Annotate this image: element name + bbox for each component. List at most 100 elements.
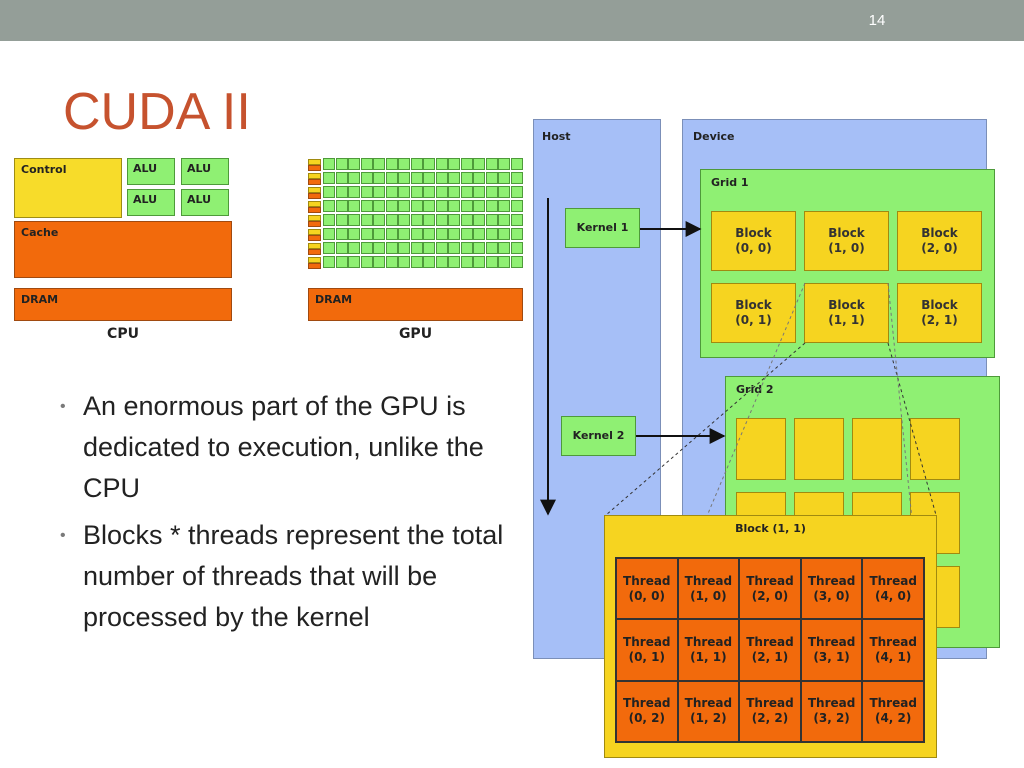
gpu-alu xyxy=(498,214,510,226)
gpu-alu xyxy=(335,256,348,268)
gpu-cache-unit xyxy=(308,221,321,227)
gpu-core-row xyxy=(308,242,523,255)
grid2-block xyxy=(736,418,786,480)
gpu-alu xyxy=(510,158,523,170)
block-zoom-title: Block (1, 1) xyxy=(735,522,806,535)
gpu-control-unit xyxy=(308,187,321,193)
bullet-item: • An enormous part of the GPU is dedicat… xyxy=(56,386,516,509)
gpu-cache-unit xyxy=(308,179,321,185)
gpu-control-unit xyxy=(308,159,321,165)
gpu-alu xyxy=(485,214,498,226)
gpu-alu xyxy=(398,228,410,240)
gpu-alu xyxy=(510,228,523,240)
gpu-alu xyxy=(448,200,460,212)
gpu-alu xyxy=(410,186,423,198)
gpu-alu xyxy=(348,200,360,212)
cpu-cache: Cache xyxy=(14,221,232,278)
gpu-alu xyxy=(448,172,460,184)
gpu-alu xyxy=(348,228,360,240)
gpu-alu xyxy=(498,256,510,268)
gpu-alu xyxy=(398,158,410,170)
gpu-alu xyxy=(360,172,373,184)
gpu-alu xyxy=(460,158,473,170)
gpu-alu xyxy=(423,228,435,240)
grid2-block xyxy=(794,418,844,480)
gpu-alu xyxy=(485,242,498,254)
gpu-alu xyxy=(485,228,498,240)
gpu-alu xyxy=(385,242,398,254)
gpu-alu xyxy=(498,200,510,212)
gpu-alu xyxy=(360,256,373,268)
thread-cell: Thread(0, 2) xyxy=(616,680,678,742)
cpu-control-unit: Control xyxy=(14,158,122,218)
gpu-core-row xyxy=(308,214,523,227)
grid1-block: Block(2, 0) xyxy=(897,211,982,271)
gpu-alu xyxy=(373,200,385,212)
gpu-alu xyxy=(360,186,373,198)
host-label: Host xyxy=(542,130,571,143)
gpu-alu xyxy=(448,228,460,240)
gpu-alu xyxy=(435,158,448,170)
thread-cell: Thread(1, 2) xyxy=(677,680,740,742)
gpu-core-row xyxy=(308,186,523,199)
gpu-alu xyxy=(410,214,423,226)
gpu-alu xyxy=(398,214,410,226)
gpu-alu xyxy=(348,172,360,184)
gpu-alu xyxy=(460,200,473,212)
gpu-alu xyxy=(435,186,448,198)
bullet-text: Blocks * threads represent the total num… xyxy=(83,520,504,632)
gpu-alu xyxy=(473,158,485,170)
slide-title: CUDA II xyxy=(63,83,251,141)
gpu-alu xyxy=(335,242,348,254)
gpu-alu xyxy=(423,172,435,184)
cpu-alu: ALU xyxy=(127,158,175,185)
gpu-alu xyxy=(385,256,398,268)
gpu-cache-unit xyxy=(308,235,321,241)
bullet-list: • An enormous part of the GPU is dedicat… xyxy=(56,386,516,644)
grid1-block: Block(1, 1) xyxy=(804,283,889,343)
gpu-alu xyxy=(485,172,498,184)
gpu-alu xyxy=(423,214,435,226)
gpu-alu xyxy=(323,172,335,184)
gpu-alu xyxy=(510,172,523,184)
gpu-alu xyxy=(485,200,498,212)
cpu-caption: CPU xyxy=(107,326,139,342)
gpu-alu xyxy=(323,256,335,268)
gpu-core-row xyxy=(308,200,523,213)
gpu-alu xyxy=(448,186,460,198)
grid-1-label: Grid 1 xyxy=(711,176,749,189)
gpu-alu xyxy=(460,172,473,184)
grid1-block: Block(1, 0) xyxy=(804,211,889,271)
grid1-block: Block(0, 0) xyxy=(711,211,796,271)
gpu-core-row xyxy=(308,172,523,185)
bullet-item: • Blocks * threads represent the total n… xyxy=(56,515,516,638)
gpu-core-row xyxy=(308,228,523,241)
gpu-alu xyxy=(373,172,385,184)
gpu-alu xyxy=(360,242,373,254)
gpu-alu xyxy=(335,186,348,198)
gpu-alu xyxy=(323,186,335,198)
gpu-alu xyxy=(435,242,448,254)
grid-2-label: Grid 2 xyxy=(736,383,774,396)
gpu-alu xyxy=(510,242,523,254)
gpu-control-unit xyxy=(308,173,321,179)
cpu-alu: ALU xyxy=(127,189,175,216)
gpu-core-row xyxy=(308,256,523,269)
thread-cell: Thread(4, 0) xyxy=(862,558,924,620)
gpu-alu xyxy=(398,186,410,198)
gpu-alu xyxy=(348,242,360,254)
gpu-alu xyxy=(410,256,423,268)
gpu-alu xyxy=(473,186,485,198)
gpu-alu xyxy=(410,172,423,184)
gpu-alu xyxy=(510,200,523,212)
gpu-alu xyxy=(385,228,398,240)
gpu-control-unit xyxy=(308,243,321,249)
gpu-alu xyxy=(410,200,423,212)
gpu-alu xyxy=(335,228,348,240)
gpu-alu xyxy=(323,214,335,226)
gpu-alu xyxy=(348,256,360,268)
gpu-alu xyxy=(398,242,410,254)
gpu-caption: GPU xyxy=(398,326,433,342)
gpu-alu xyxy=(360,200,373,212)
gpu-alu xyxy=(373,256,385,268)
